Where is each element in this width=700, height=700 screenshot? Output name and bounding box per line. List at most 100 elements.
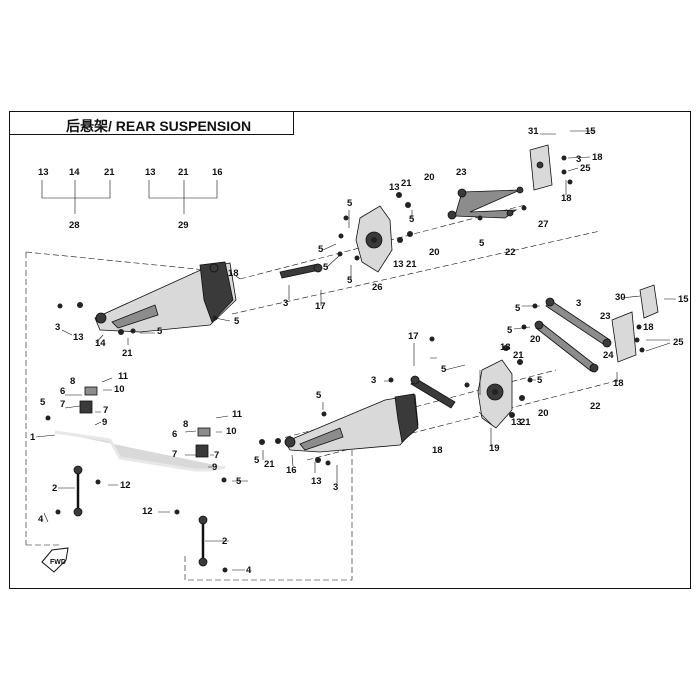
fwd-arrow-icon: FWD [41,547,69,573]
title-chinese: 后悬架/ [66,118,112,134]
mount-bracket-upper [529,144,553,191]
hub-knuckle-lower [477,359,513,429]
callout-3: 3 [283,298,288,309]
callout-24: 24 [603,350,614,361]
callout-16: 16 [286,465,297,476]
callout-13: 13 [393,259,404,270]
callout-23: 23 [456,167,467,178]
callout-21: 21 [520,417,531,428]
callout-21: 21 [264,459,275,470]
callout-22: 22 [505,247,516,258]
callout-13: 13 [389,182,400,193]
toe-link-upper [279,263,323,279]
callout-8: 8 [183,419,188,430]
callout-17: 17 [315,301,326,312]
callout-26: 26 [372,282,383,293]
kit-28-result: 28 [69,220,80,231]
callout-5: 5 [234,316,240,327]
callout-9: 9 [102,417,107,428]
callout-21: 21 [401,178,412,189]
callout-7: 7 [103,405,108,416]
kit-29-item-b: 21 [178,167,189,178]
callout-21: 21 [122,348,133,359]
callout-7: 7 [60,399,65,410]
callout-3: 3 [333,482,338,493]
a-arm-upper [447,186,524,220]
callout-25: 25 [673,337,684,348]
callout-5: 5 [40,397,46,408]
callout-18: 18 [613,378,624,389]
kit-group-29: 13 21 16 29 [145,167,223,231]
callout-11: 11 [232,409,243,420]
callout-17: 17 [408,331,419,342]
callout-13: 13 [73,332,84,343]
callout-3: 3 [576,154,581,165]
callout-5: 5 [515,303,521,314]
callout-31: 31 [528,126,539,137]
callout-9: 9 [212,462,217,473]
callout-20: 20 [530,334,541,345]
callout-5: 5 [507,325,513,336]
callout-20: 20 [538,408,549,419]
callout-19: 19 [489,443,500,454]
title-box [9,111,294,135]
callout-13: 13 [311,476,322,487]
callout-18: 18 [432,445,443,456]
callout-10: 10 [226,426,237,437]
stabilizer-link-left [73,465,83,517]
callout-5: 5 [537,375,543,386]
callout-labels: 1 2 2 3 3 3 3 3 3 4 4 5 5 5 5 5 5 5 5 5 … [30,126,689,576]
fwd-label: FWD [50,559,66,566]
diagram-border [9,111,691,589]
callout-5: 5 [236,476,242,487]
kit-29-item-c: 16 [212,167,223,178]
callout-15: 15 [678,294,689,305]
trailing-arm-left [94,261,237,333]
callout-23: 23 [600,311,611,322]
callout-5: 5 [316,390,322,401]
callout-4: 4 [38,514,44,525]
callout-10: 10 [114,384,125,395]
callout-12: 12 [120,480,131,491]
callout-20: 20 [429,247,440,258]
callout-18: 18 [228,268,239,279]
kit-28-item-c: 21 [104,167,115,178]
kit-28-item-a: 13 [38,167,49,178]
callout-21: 21 [406,259,417,270]
stabilizer-bar [54,386,226,472]
callout-21: 21 [513,350,524,361]
callout-5: 5 [479,238,485,249]
callout-12: 12 [142,506,153,517]
callout-27: 27 [538,219,549,230]
title-english: REAR SUSPENSION [115,118,252,134]
control-links-lower [534,297,612,373]
callout-18: 18 [592,152,603,163]
callout-20: 20 [424,172,435,183]
callout-13: 13 [511,417,522,428]
stabilizer-link-right [198,515,208,567]
callout-3: 3 [576,298,581,309]
callout-5: 5 [318,244,324,255]
callout-5: 5 [347,198,353,209]
callout-18: 18 [561,193,572,204]
kit-29-result: 29 [178,220,189,231]
callout-6: 6 [60,386,65,397]
callout-25: 25 [580,163,591,174]
callout-5: 5 [157,326,163,337]
callout-13: 13 [500,342,511,353]
kit-29-item-a: 13 [145,167,156,178]
callout-30: 30 [615,292,626,303]
callout-4: 4 [246,565,252,576]
callout-11: 11 [118,371,129,382]
callout-6: 6 [172,429,177,440]
callout-5: 5 [347,275,353,286]
callout-8: 8 [70,376,75,387]
toe-link-lower [410,375,456,409]
fasteners [45,155,645,573]
hub-knuckle-upper [355,205,393,273]
callout-7: 7 [214,450,219,461]
kit-group-28: 13 14 21 28 [38,167,115,231]
callout-5: 5 [441,364,447,375]
leader-lines [35,130,676,571]
